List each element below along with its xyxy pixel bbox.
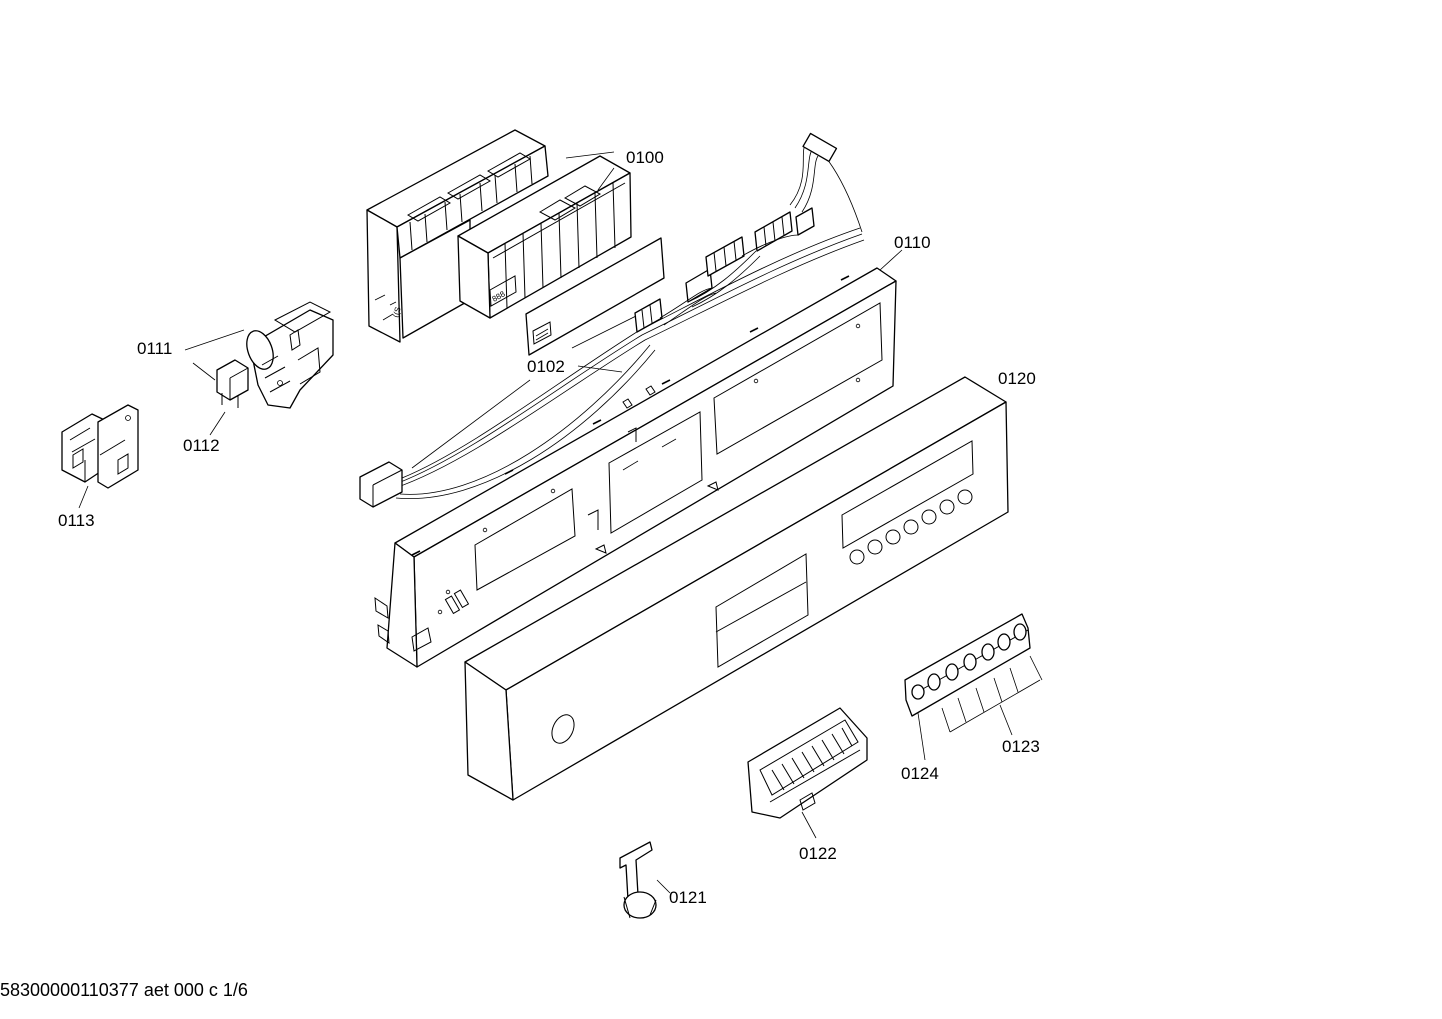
label-0113: 0113	[58, 511, 95, 530]
label-0121: 0121	[669, 888, 707, 907]
switch-unit	[61, 404, 139, 489]
label-0102: 0102	[527, 357, 565, 376]
control-panel-frame	[374, 267, 897, 668]
label-0122: 0122	[799, 844, 837, 863]
document-code: 58300000110377 aet 000 c 1/6	[0, 980, 248, 1000]
label-0123: 0123	[1002, 737, 1040, 756]
svg-text:((S: ((S	[391, 306, 402, 319]
part-labels: 0100 0102 0110 0111 0112 0113 0120 0121 …	[58, 148, 1040, 907]
label-0100: 0100	[626, 148, 664, 167]
wiring-harness	[359, 132, 865, 508]
button-carrier	[904, 613, 1031, 717]
electronic-module: 888 ((S	[366, 129, 632, 343]
capacitor	[216, 359, 249, 408]
display-foil	[525, 237, 665, 356]
fascia-panel	[464, 376, 1009, 801]
handle-latch	[619, 841, 657, 919]
door-switch	[246, 301, 334, 409]
label-0110: 0110	[894, 233, 931, 252]
label-0124: 0124	[901, 764, 939, 783]
label-0112: 0112	[183, 436, 220, 455]
handle-insert	[747, 707, 868, 819]
label-0120: 0120	[998, 369, 1036, 388]
leader-lines	[78, 151, 1043, 894]
label-0111: 0111	[137, 339, 172, 358]
